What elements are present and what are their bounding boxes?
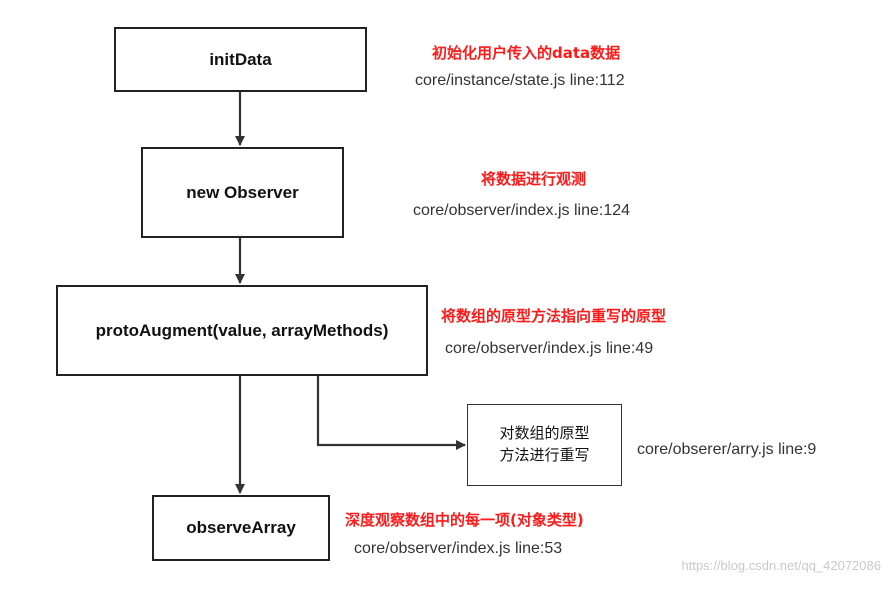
node-observe-array-label: observeArray <box>186 518 296 537</box>
note-observe-array-title: 深度观察数组中的每一项(对象类型) <box>345 511 584 529</box>
note-observe-array-path: core/observer/index.js line:53 <box>354 540 563 557</box>
node-proto-augment-label: protoAugment(value, arrayMethods) <box>95 320 389 340</box>
note-new-observer-path: core/observer/index.js line:124 <box>413 202 631 219</box>
node-new-observer: new Observer <box>141 147 344 238</box>
note-rewrite-proto-path: core/obserer/arry.js line:9 <box>637 441 817 458</box>
node-observe-array: observeArray <box>152 495 330 561</box>
node-init-data: initData <box>114 27 367 92</box>
arrow-protoaugment-to-rewrite <box>316 376 466 450</box>
note-init-data-title: 初始化用户传入的data数据 <box>432 44 621 62</box>
note-proto-augment-title: 将数组的原型方法指向重写的原型 <box>441 307 667 325</box>
node-rewrite-proto-line2: 方法进行重写 <box>499 447 590 464</box>
note-init-data-path: core/instance/state.js line:112 <box>415 72 625 89</box>
node-proto-augment: protoAugment(value, arrayMethods) <box>56 285 428 376</box>
node-init-data-label: initData <box>209 49 272 69</box>
node-rewrite-proto-line1: 对数组的原型 <box>499 425 590 442</box>
note-new-observer-title: 将数据进行观测 <box>481 170 587 188</box>
note-proto-augment-path: core/observer/index.js line:49 <box>445 340 654 357</box>
node-new-observer-label: new Observer <box>186 182 299 202</box>
watermark: https://blog.csdn.net/qq_42072086 <box>681 558 882 573</box>
node-rewrite-proto: 对数组的原型 方法进行重写 <box>467 404 622 486</box>
